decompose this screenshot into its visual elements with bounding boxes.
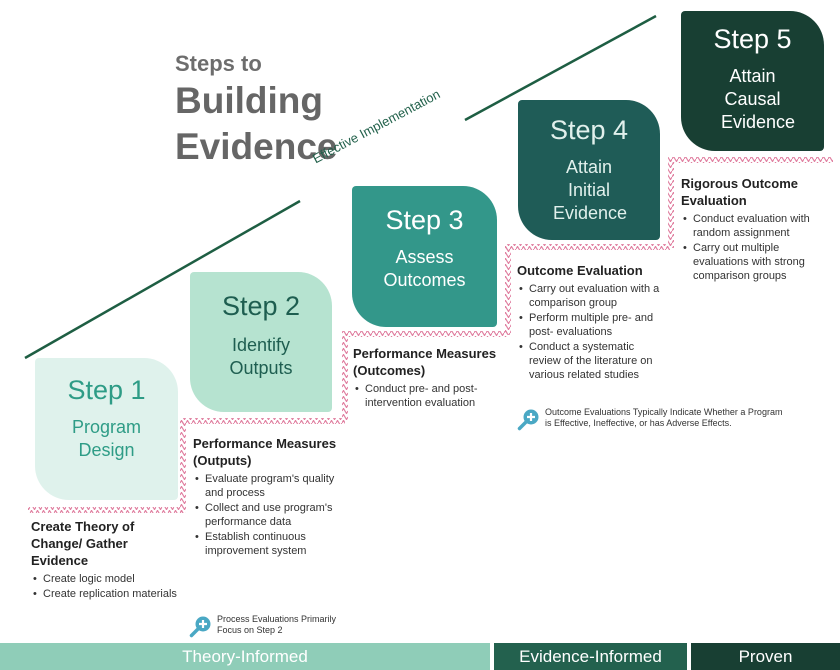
step-2-heading: Performance Measures (Outputs): [193, 436, 337, 468]
step-2-name: Identify Outputs: [229, 335, 293, 378]
step-5-item: Conduct evaluation with random assignmen…: [683, 212, 831, 240]
step-3-name: Assess Outcomes: [383, 247, 466, 290]
step-4-item: Conduct a systematic review of the liter…: [519, 340, 667, 382]
page-title: Steps to Building Evidence: [175, 50, 337, 170]
stair-tread-4: [505, 244, 670, 250]
band-proven: Proven: [691, 643, 840, 670]
process-evaluation-note: Process Evaluations Primarily Focus on S…: [189, 614, 339, 638]
step-2-number: Step 2: [221, 291, 301, 321]
step-2-item: Evaluate program's quality and process: [195, 472, 343, 500]
step-1-item: Create logic model: [33, 572, 181, 586]
step-2-item: Collect and use program's performance da…: [195, 501, 343, 529]
step-5-details: Rigorous Outcome Evaluation Conduct eval…: [681, 175, 831, 284]
step-4-card: Step 4 Attain Initial Evidence: [518, 100, 660, 240]
stair-tread-1: [28, 507, 183, 513]
title-prefix: Steps to: [175, 51, 262, 76]
stair-riser-3: [342, 334, 348, 422]
step-5-number: Step 5: [713, 24, 792, 54]
step-4-item: Carry out evaluation with a comparison g…: [519, 282, 667, 310]
magnifier-plus-icon: [517, 409, 539, 431]
step-3-heading: Performance Measures (Outcomes): [353, 346, 497, 378]
title-line-1: Building: [175, 80, 323, 121]
band-evidence-informed: Evidence-Informed: [494, 643, 687, 670]
step-4-item: Perform multiple pre- and post- evaluati…: [519, 311, 667, 339]
implementation-line-upper: [464, 14, 657, 122]
magnifier-plus-icon: [189, 616, 211, 638]
step-1-card: Step 1 Program Design: [35, 358, 178, 500]
step-1-name: Program Design: [71, 417, 142, 460]
implementation-line-lower: [24, 199, 301, 360]
outcome-note-text: Outcome Evaluations Typically Indicate W…: [545, 407, 783, 428]
step-3-card: Step 3 Assess Outcomes: [352, 186, 497, 327]
stair-riser-4: [505, 247, 511, 335]
step-1-heading: Create Theory of Change/ Gather Evidence: [31, 519, 135, 568]
step-1-number: Step 1: [67, 375, 146, 405]
step-2-details: Performance Measures (Outputs) Evaluate …: [193, 435, 343, 559]
step-5-heading: Rigorous Outcome Evaluation: [681, 176, 799, 208]
step-5-card: Step 5 Attain Causal Evidence: [681, 11, 824, 151]
step-3-number: Step 3: [385, 205, 464, 235]
step-1-item: Create replication materials: [33, 587, 181, 601]
step-3-details: Performance Measures (Outcomes) Conduct …: [353, 345, 503, 411]
step-2-item: Establish continuous improvement system: [195, 530, 343, 558]
stair-riser-2: [180, 421, 186, 513]
step-4-number: Step 4: [549, 115, 629, 145]
step-4-name: Attain Initial Evidence: [553, 157, 628, 223]
step-1-details: Create Theory of Change/ Gather Evidence…: [31, 518, 181, 602]
step-5-item: Carry out multiple evaluations with stro…: [683, 241, 831, 283]
band-theory-informed: Theory-Informed: [0, 643, 490, 670]
step-3-item: Conduct pre- and post-intervention evalu…: [355, 382, 503, 410]
stair-tread-3: [342, 331, 507, 337]
stair-tread-5: [668, 157, 833, 163]
stair-tread-2: [180, 418, 345, 424]
step-2-card: Step 2 Identify Outputs: [190, 272, 332, 412]
process-note-text: Process Evaluations Primarily Focus on S…: [217, 614, 337, 635]
title-line-2: Evidence: [175, 126, 338, 167]
stair-riser-5: [668, 160, 674, 248]
step-4-heading: Outcome Evaluation: [517, 263, 643, 278]
outcome-evaluation-note: Outcome Evaluations Typically Indicate W…: [517, 407, 787, 431]
step-4-details: Outcome Evaluation Carry out evaluation …: [517, 262, 667, 383]
step-5-name: Attain Causal Evidence: [721, 66, 796, 132]
